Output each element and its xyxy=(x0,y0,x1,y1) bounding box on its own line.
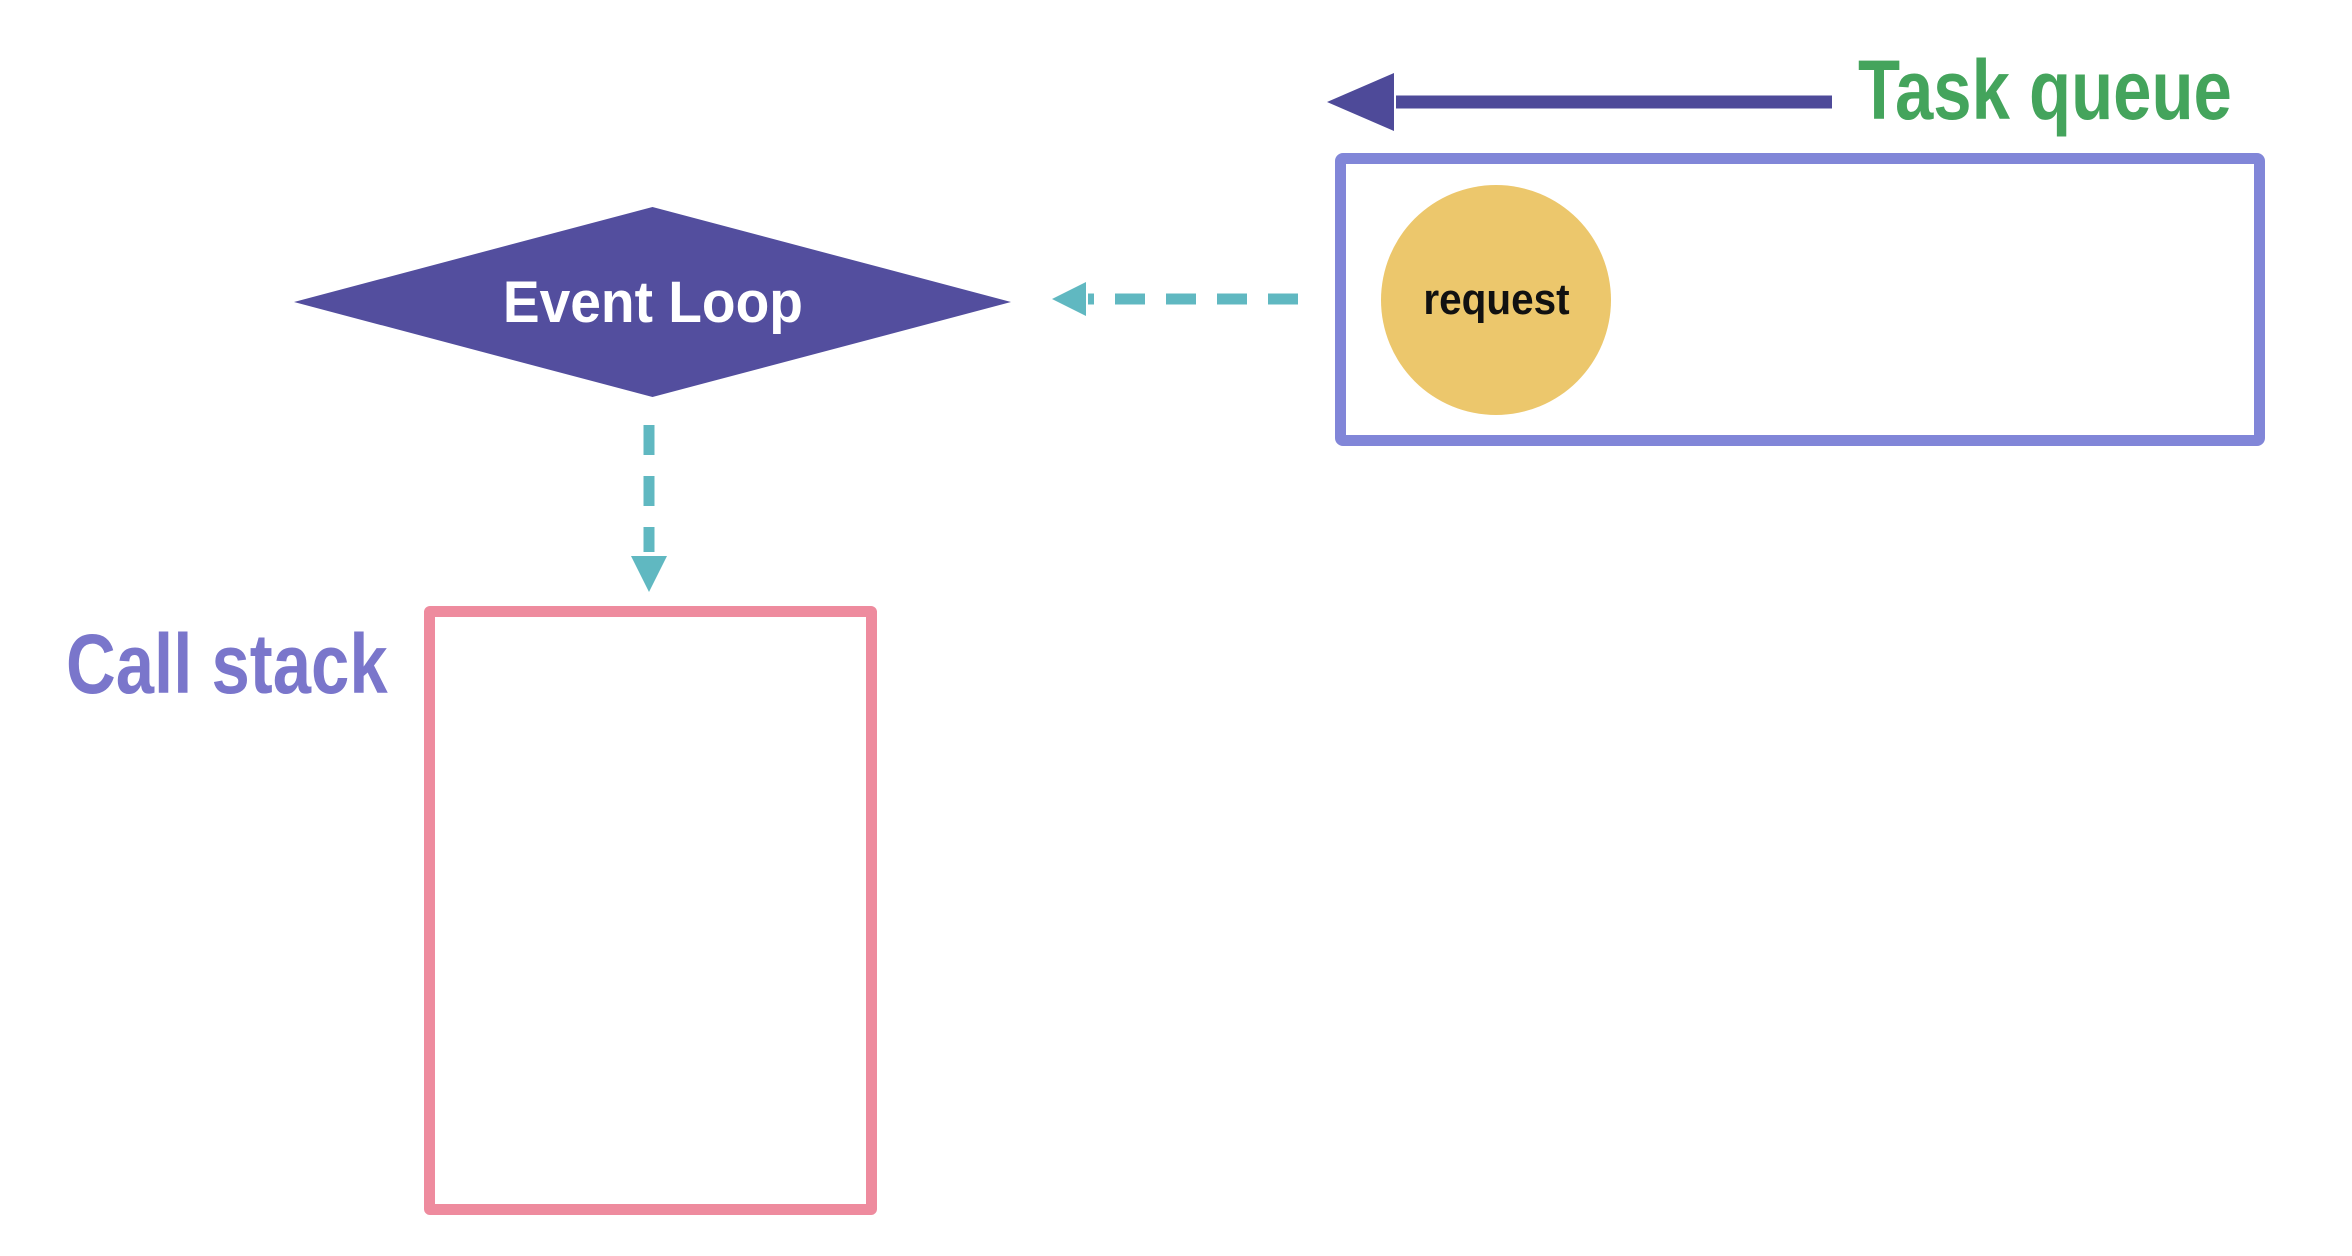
event-loop-label: Event Loop xyxy=(502,269,803,335)
call-stack-label: Call stack xyxy=(66,622,458,706)
task-queue-label: Task queue xyxy=(1858,48,2314,132)
task-queue-label-text: Task queue xyxy=(1858,43,2232,137)
task-queue-flow-arrow-icon xyxy=(1327,73,1832,131)
request-label: request xyxy=(1422,275,1570,324)
event-loop-to-call-stack-arrow-icon xyxy=(631,425,667,592)
call-stack-box xyxy=(424,606,877,1215)
queue-to-event-loop-arrow-icon xyxy=(1052,282,1298,316)
call-stack-label-text: Call stack xyxy=(66,617,388,711)
event-loop-diamond: Event Loop xyxy=(294,207,1011,397)
request-task-circle: request xyxy=(1381,185,1611,415)
